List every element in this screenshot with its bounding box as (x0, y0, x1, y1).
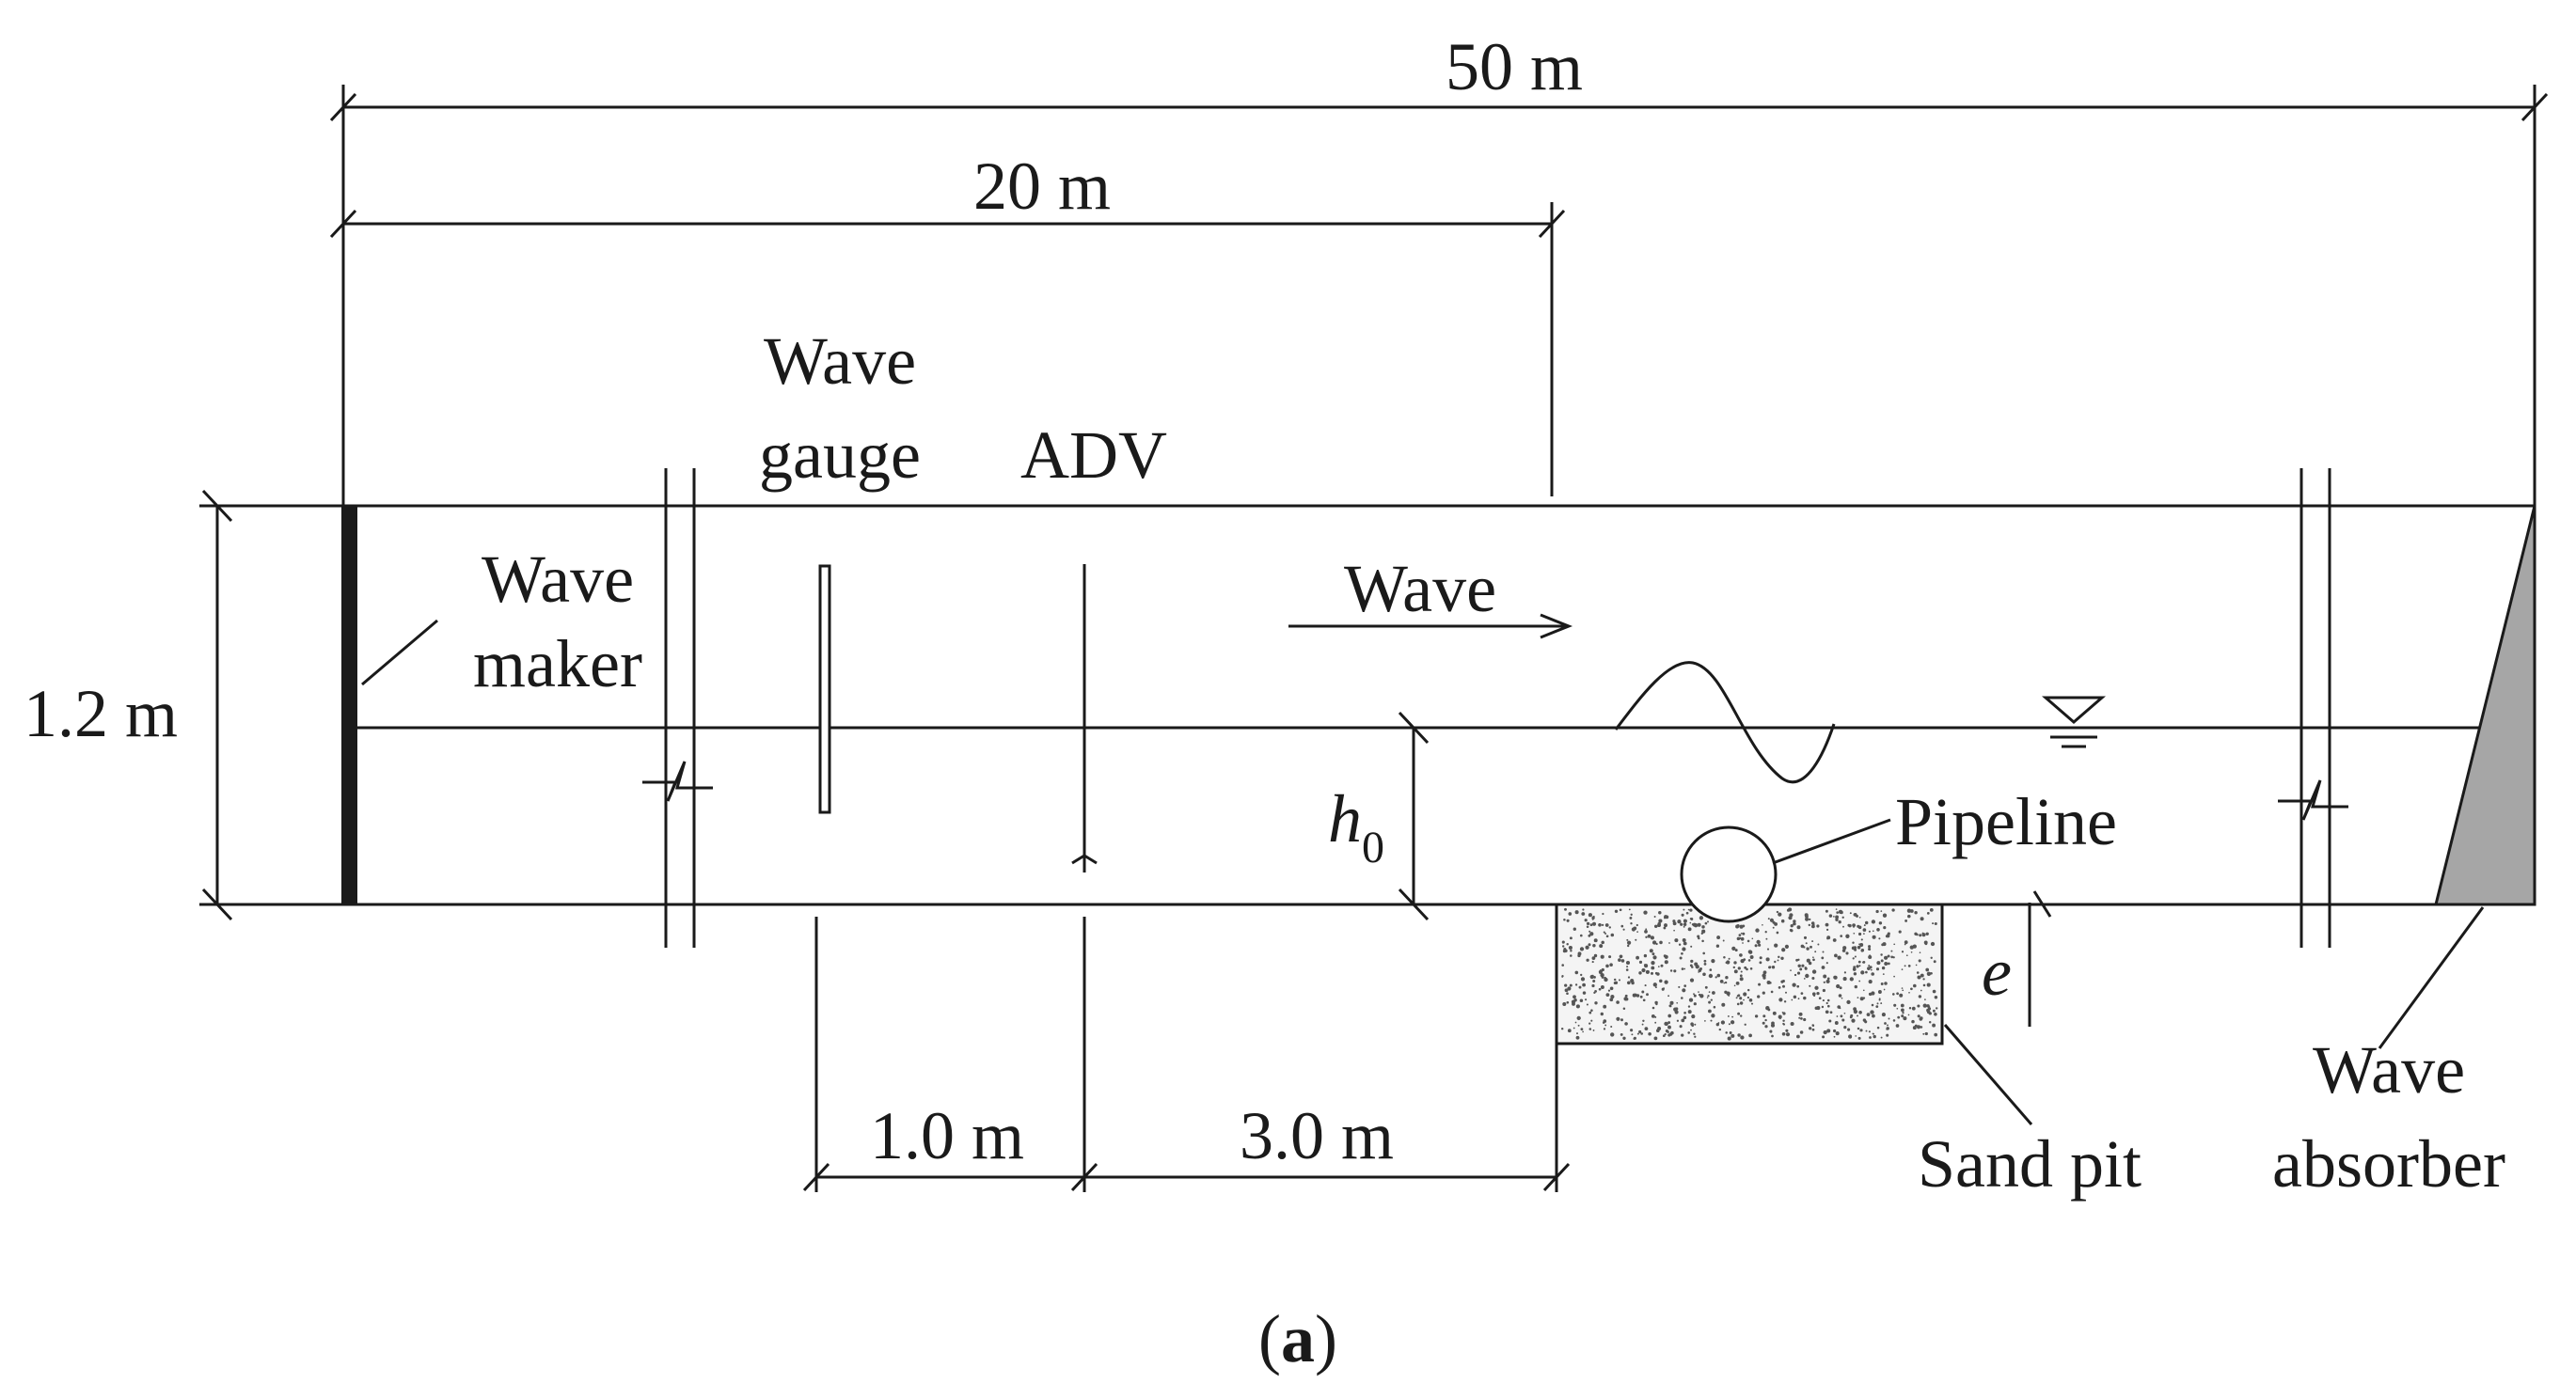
wave-absorber (2434, 505, 2536, 906)
wave-absorber-leader (2378, 906, 2485, 1049)
label-3-0m: 3.0 m (1240, 1098, 1394, 1173)
wave-direction-arrow (1288, 613, 1573, 639)
left-break-symbol (642, 468, 713, 948)
label-wave-gauge-2: gauge (759, 417, 921, 493)
label-20m: 20 m (973, 149, 1111, 224)
dimension-20m (329, 202, 1566, 496)
adv-probe (1071, 564, 1098, 872)
label-wave-maker-2: maker (473, 626, 642, 701)
label-wave-absorber-1: Wave (2313, 1032, 2465, 1108)
label-1-2m: 1.2 m (24, 676, 178, 751)
pipeline-leader (1772, 818, 1891, 865)
dimension-lower (802, 917, 1571, 1192)
dimension-50m (329, 85, 2549, 506)
label-wave: Wave (1344, 551, 1496, 626)
label-adv: ADV (1020, 417, 1167, 493)
wave-profile (1614, 661, 1836, 784)
wave-maker-paddle (341, 506, 357, 904)
label-pipeline: Pipeline (1895, 784, 2117, 859)
water-level-icon (2039, 696, 2109, 748)
sand-pit-leader (1943, 1024, 2033, 1125)
sand-texture (1560, 907, 1938, 1041)
label-50m: 50 m (1446, 29, 1583, 104)
label-sand-pit: Sand pit (1918, 1126, 2141, 1202)
figure-caption: (a) (1258, 1301, 1337, 1376)
right-break-symbol (2278, 468, 2348, 948)
label-1-0m: 1.0 m (870, 1098, 1024, 1173)
wave-maker-leader (361, 619, 438, 686)
label-water-depth: h0 (1328, 781, 1384, 872)
water-depth-dimension (1398, 711, 1430, 921)
label-wave-absorber-2: absorber (2272, 1126, 2505, 1202)
embedment-dimension (1973, 890, 2052, 1027)
label-embedment: e (1982, 935, 2012, 1010)
dimension-1-2m (201, 489, 340, 921)
pipeline-circle (1680, 825, 1778, 923)
label-wave-maker-1: Wave (482, 542, 634, 617)
label-wave-gauge-1: Wave (764, 323, 916, 399)
